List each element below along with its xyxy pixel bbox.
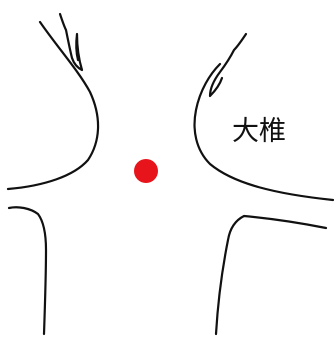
- left-head-outline: [58, 12, 84, 72]
- right-shoulder-outline: [214, 214, 328, 336]
- acupoint-label: 大椎: [232, 116, 286, 147]
- right-neck-outline: [193, 62, 334, 202]
- left-neck-outline: [6, 20, 100, 191]
- acupoint-marker: [134, 159, 158, 183]
- left-shoulder-outline: [7, 206, 48, 336]
- right-head-outline: [208, 32, 248, 98]
